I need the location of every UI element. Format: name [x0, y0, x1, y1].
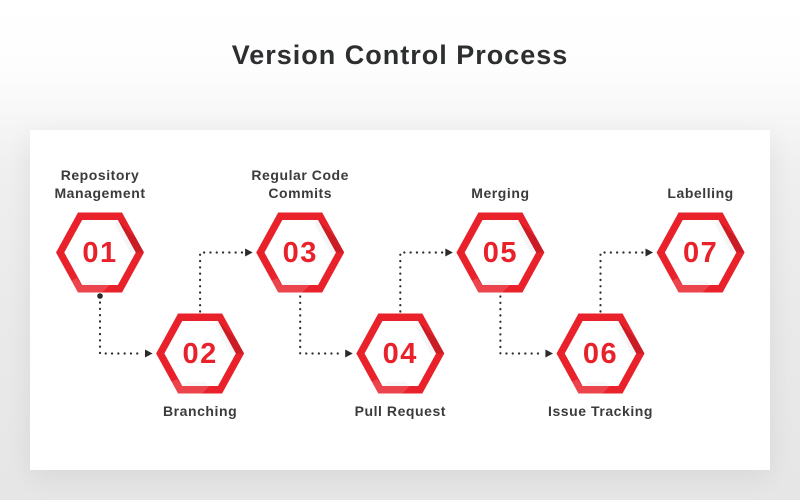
- process-diagram: Repository Management 01 02 Branching Re…: [54, 167, 745, 419]
- step-01-hexagon: 01: [56, 212, 144, 293]
- step-04-hexagon: 04: [356, 313, 445, 394]
- connector-06-07: [599, 248, 654, 313]
- step-07-hexagon: 07: [656, 212, 745, 293]
- connector-01-02: [97, 293, 153, 358]
- step-01-label-line-2: Management: [54, 185, 145, 201]
- step-02-number: 02: [182, 338, 217, 370]
- step-03-hexagon: 03: [256, 212, 345, 293]
- connector-01-02-arrowhead-icon: [145, 349, 153, 358]
- connector-02-03-dotted-line: [199, 251, 245, 313]
- connector-04-05: [399, 248, 453, 313]
- connector-05-06-arrowhead-icon: [545, 349, 553, 358]
- connector-02-03-arrowhead-icon: [245, 248, 253, 257]
- step-01-number: 01: [82, 237, 117, 269]
- connector-04-05-dotted-line: [399, 251, 445, 313]
- connector-03-04-dotted-line: [299, 295, 345, 355]
- diagram-card: Repository Management 01 02 Branching Re…: [30, 130, 770, 470]
- step-04-number: 04: [383, 338, 418, 370]
- step-05-number: 05: [483, 237, 518, 269]
- connector-05-06-dotted-line: [499, 295, 545, 355]
- step-06-hexagon: 06: [556, 313, 645, 394]
- step-07-label-line-1: Labelling: [667, 185, 733, 201]
- connector-01-02-dotted-line: [98, 301, 145, 355]
- connector-04-05-arrowhead-icon: [445, 248, 453, 257]
- connector-06-07-dotted-line: [599, 251, 645, 313]
- connector-06-07-arrowhead-icon: [645, 248, 654, 257]
- flow-start-dot: [97, 293, 103, 299]
- connector-03-04-arrowhead-icon: [345, 349, 353, 358]
- step-02-hexagon: 02: [156, 313, 245, 394]
- step-05-label-line-1: Merging: [471, 185, 529, 201]
- step-03-number: 03: [283, 237, 318, 269]
- step-01-label-line-1: Repository: [61, 167, 140, 183]
- step-03-label-line-2: Commits: [268, 185, 332, 201]
- step-04-label-line-1: Pull Request: [355, 403, 446, 419]
- step-02-label-line-1: Branching: [163, 403, 237, 419]
- connector-02-03: [199, 248, 253, 313]
- page-title: Version Control Process: [231, 40, 569, 70]
- connector-05-06: [499, 295, 553, 358]
- step-06-label-line-1: Issue Tracking: [548, 403, 653, 419]
- step-07-number: 07: [683, 237, 718, 269]
- step-03-label-line-1: Regular Code: [251, 167, 349, 183]
- connector-03-04: [299, 295, 353, 358]
- step-06-number: 06: [583, 338, 618, 370]
- step-05-hexagon: 05: [456, 212, 545, 293]
